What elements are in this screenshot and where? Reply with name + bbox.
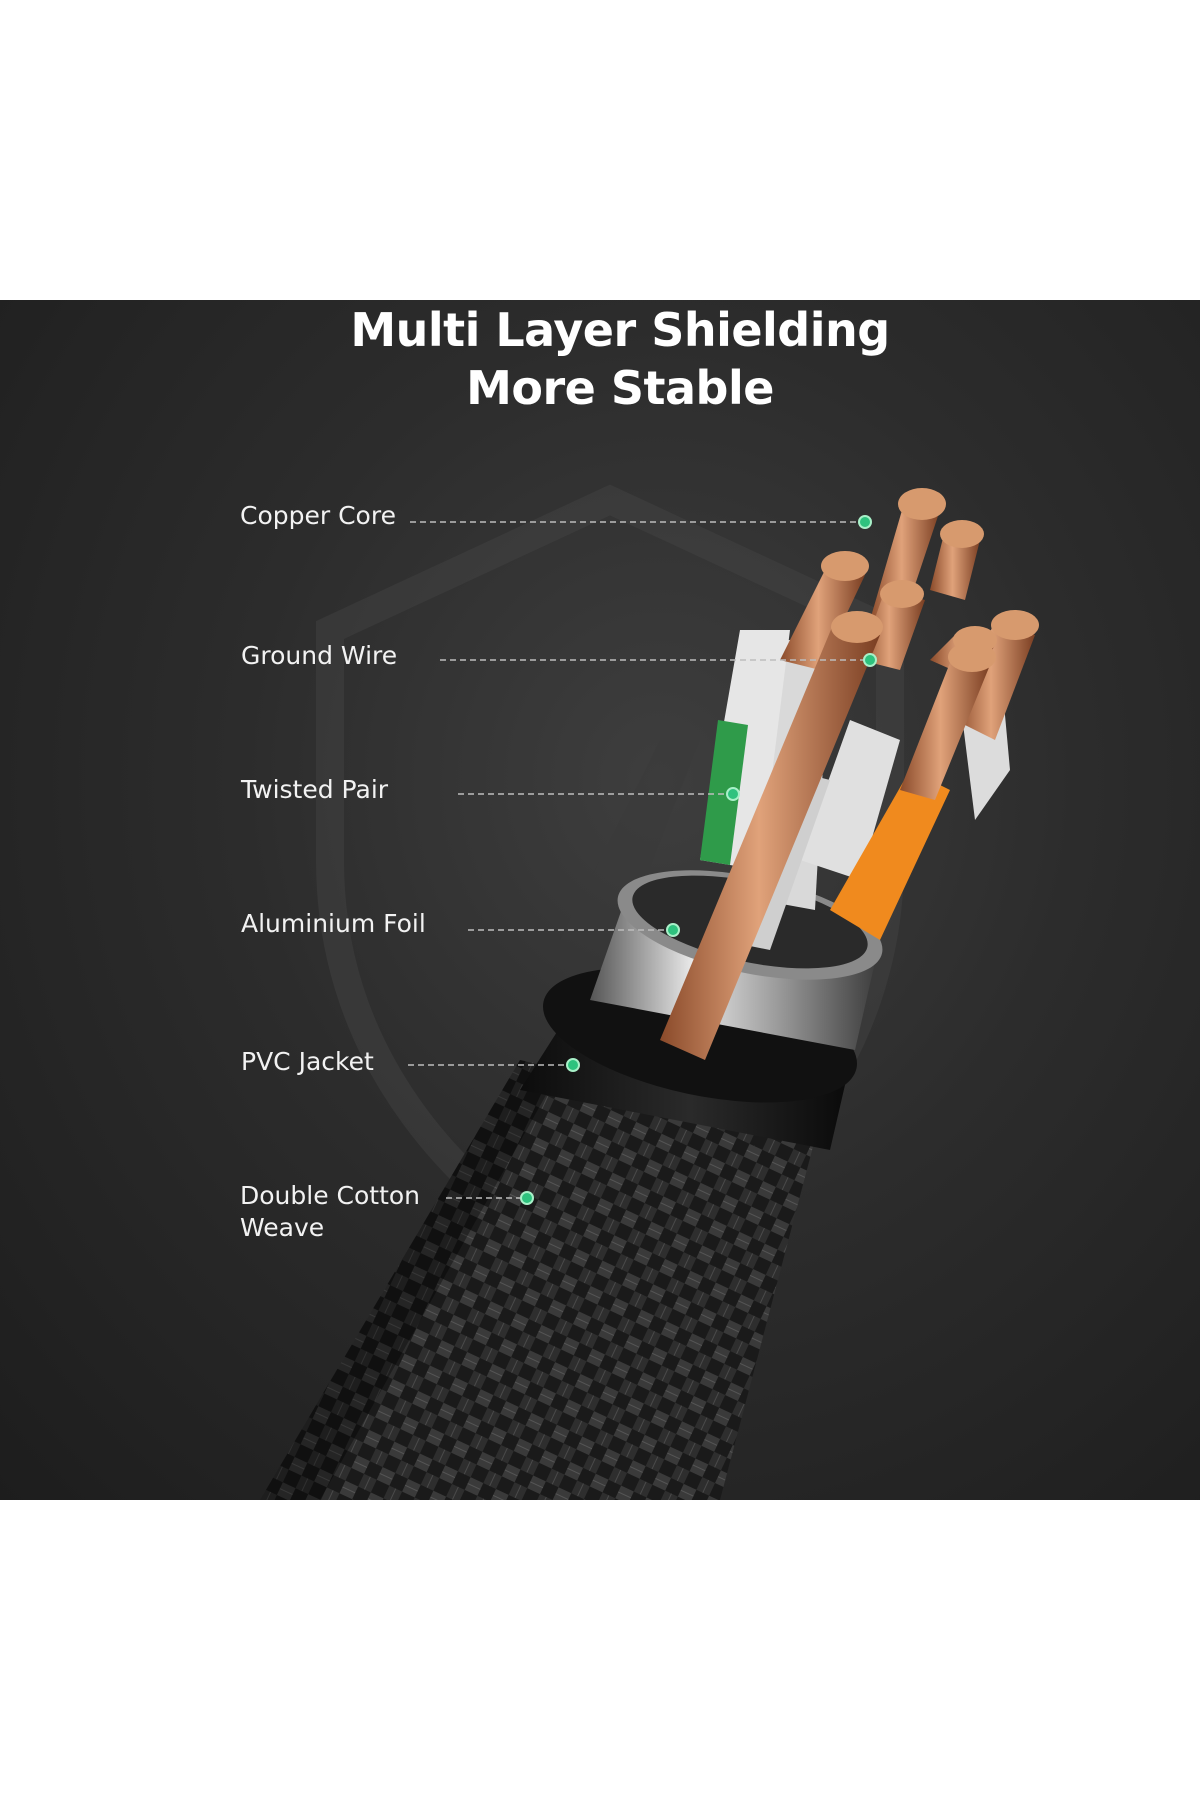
copper-core-strands — [660, 488, 1039, 1060]
callout-dot-icon — [566, 1058, 580, 1072]
label-twisted-pair: Twisted Pair — [241, 775, 389, 804]
label-double-cotton-weave-line-2: Weave — [240, 1213, 325, 1242]
label-double-cotton-weave: Double Cotton Weave — [240, 1180, 420, 1244]
product-panel: Multi Layer Shielding More Stable Copper… — [0, 300, 1200, 1500]
callout-dot-icon — [858, 515, 872, 529]
callout-dot-icon — [863, 653, 877, 667]
headline-line-2: More Stable — [466, 361, 774, 415]
label-double-cotton-weave-line-1: Double Cotton — [240, 1181, 421, 1210]
callout-dot-icon — [726, 787, 740, 801]
label-aluminium-foil: Aluminium Foil — [241, 909, 426, 938]
callout-dot-icon — [520, 1191, 534, 1205]
headline-line-1: Multi Layer Shielding — [350, 303, 890, 357]
callout-dot-icon — [666, 923, 680, 937]
label-ground-wire: Ground Wire — [241, 641, 398, 670]
label-copper-core: Copper Core — [240, 501, 396, 530]
cable-illustration — [260, 484, 1039, 1500]
label-pvc-jacket: PVC Jacket — [241, 1047, 374, 1076]
